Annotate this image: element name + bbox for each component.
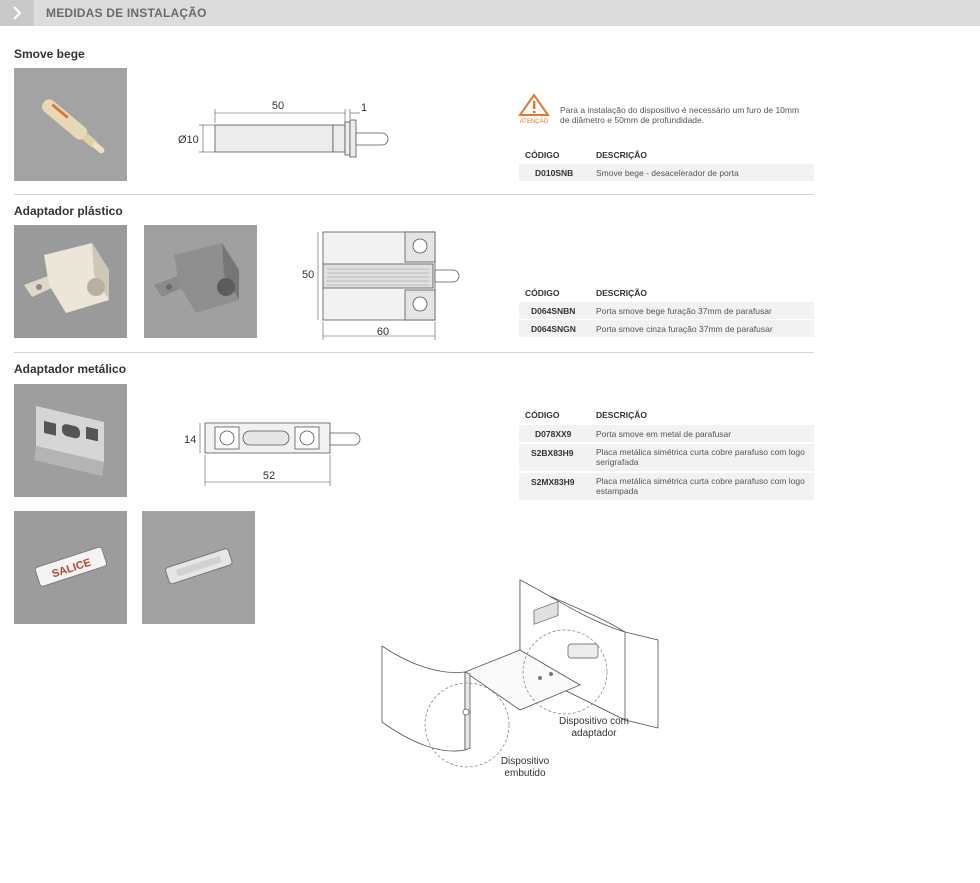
dim-diameter: Ø10 <box>178 134 199 146</box>
metal-adapter-drawing: 14 52 <box>184 422 361 486</box>
row-desc: Porta smove em metal de parafusar <box>596 429 732 439</box>
table-row: S2MX83H9 Placa metálica simétrica curta … <box>519 473 814 500</box>
table-header-desc: DESCRIÇÃO <box>596 150 648 160</box>
row-code: D010SNB <box>535 168 574 178</box>
chevron-right-icon[interactable] <box>0 0 34 26</box>
section-title-smove: Smove bege <box>14 47 85 61</box>
installation-diagram <box>381 579 659 768</box>
row-code: D064SNGN <box>531 324 576 334</box>
adapter-grey-photo <box>144 225 257 338</box>
caption-device-with-adapter: Dispositivo com adaptador <box>558 716 630 739</box>
dim-width: 52 <box>263 470 275 482</box>
table-row: D064SNBN Porta smove bege furação 37mm d… <box>519 302 814 319</box>
dim-length: 50 <box>272 100 284 112</box>
row-code: S2MX83H9 <box>531 477 575 487</box>
page-title: MEDIDAS DE INSTALAÇÃO <box>46 6 207 20</box>
plastic-adapter-drawing: 50 60 <box>302 231 460 340</box>
row-desc: Porta smove bege furação 37mm de parafus… <box>596 306 772 316</box>
table-header-desc: DESCRIÇÃO <box>596 288 648 298</box>
row-code: D078XX9 <box>535 429 572 439</box>
adapter-beige-photo <box>14 225 127 338</box>
smove-dimension-drawing: 50 1 Ø10 <box>178 100 389 158</box>
table-row: D064SNGN Porta smove cinza furação 37mm … <box>519 320 814 337</box>
row-desc: Placa metálica simétrica curta cobre par… <box>596 476 805 496</box>
metal-adapter-photo <box>14 384 127 497</box>
row-desc: Placa metálica simétrica curta cobre par… <box>596 447 805 467</box>
section-title-plastico: Adaptador plástico <box>14 204 123 218</box>
plate-serigraphed-photo: SALICE <box>14 511 127 624</box>
dim-height: 50 <box>302 269 314 281</box>
table-row: D010SNB Smove bege - desacelerador de po… <box>519 164 814 181</box>
table-header-code: CÓDIGO <box>525 288 560 298</box>
dim-width: 60 <box>377 326 389 338</box>
warning-icon: ATENÇÃO <box>518 93 550 125</box>
dim-height: 14 <box>184 434 196 446</box>
row-code: S2BX83H9 <box>531 448 574 458</box>
section-title-metalico: Adaptador metálico <box>14 362 127 376</box>
warning-label: ATENÇÃO <box>520 118 549 125</box>
row-code: D064SNBN <box>531 306 576 316</box>
table-header-code: CÓDIGO <box>525 410 560 420</box>
smove-photo <box>14 68 127 181</box>
table-row: S2BX83H9 Placa metálica simétrica curta … <box>519 444 814 471</box>
dim-gap: 1 <box>361 102 367 114</box>
plate-stamped-photo <box>142 511 255 624</box>
section-divider <box>14 352 814 353</box>
section-header <box>0 0 980 26</box>
row-desc: Smove bege - desacelerador de porta <box>596 168 739 178</box>
caption-embedded-device: Dispositivo embutido <box>500 756 550 779</box>
section-divider <box>14 194 814 195</box>
table-row: D078XX9 Porta smove em metal de parafusa… <box>519 425 814 442</box>
warning-text: Para a instalação do dispositivo é neces… <box>560 105 800 125</box>
table-header-code: CÓDIGO <box>525 150 560 160</box>
table-header-desc: DESCRIÇÃO <box>596 410 648 420</box>
row-desc: Porta smove cinza furação 37mm de parafu… <box>596 324 773 334</box>
